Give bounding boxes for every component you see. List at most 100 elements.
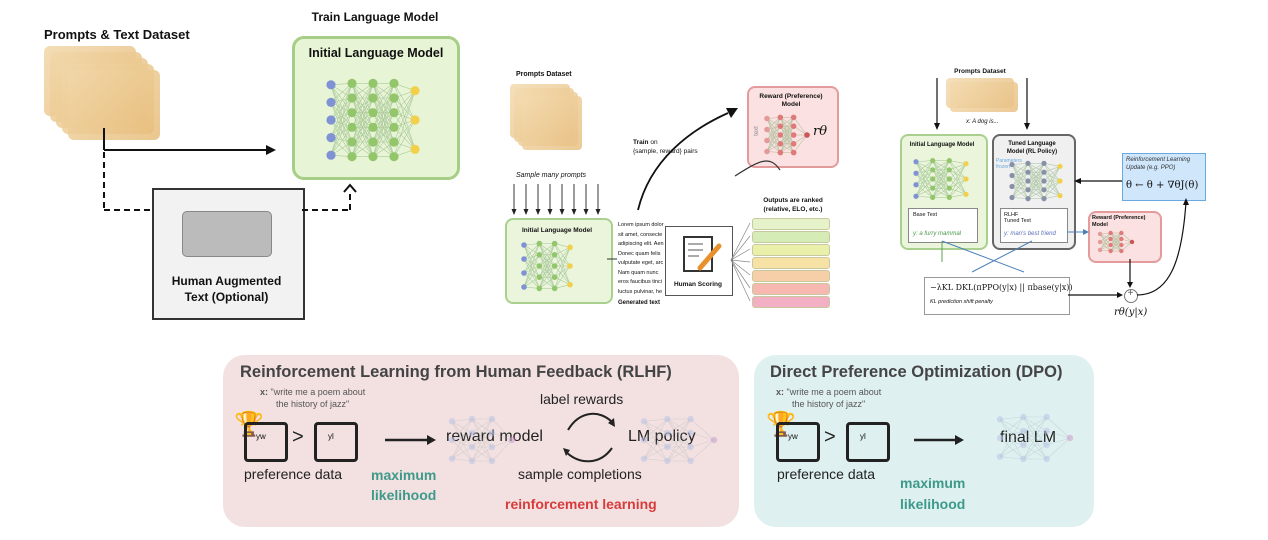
network-node: [468, 429, 476, 437]
network-node: [1119, 230, 1124, 236]
rlhf-rl-label: reinforcement learning: [505, 496, 657, 512]
rlhf-x-line2: the history of jazz": [276, 399, 350, 409]
network-node: [389, 93, 399, 103]
rl-reward-output: rθ(y|x): [1114, 307, 1148, 318]
network-node: [368, 152, 378, 162]
network-node: [1097, 239, 1103, 245]
reward-model-label-line2: Model: [781, 101, 801, 108]
base-text-box: [908, 208, 978, 243]
generated-text-line: vulputate eget, arc: [618, 260, 664, 266]
network-node: [521, 242, 527, 248]
network-node: [326, 97, 336, 107]
network-node: [536, 274, 543, 281]
ranked-output-bar: [752, 270, 830, 282]
rlhf-text-label-2: Tuned Text: [1004, 218, 1031, 224]
network-node: [508, 436, 516, 444]
tuned-lm-label-line2: Model (RL Policy): [1006, 149, 1058, 155]
network-node: [488, 443, 496, 451]
network-edges: [915, 160, 967, 198]
rl-update-formula: θ ← θ + ∇θJ(θ): [1126, 180, 1199, 191]
network-node: [777, 123, 784, 129]
network-node: [913, 193, 919, 199]
network-node: [1097, 231, 1103, 237]
network-node: [996, 453, 1004, 460]
rl-reward-model-line1: Reward (Preference): [1092, 215, 1146, 221]
network-node: [1041, 178, 1047, 184]
generated-text-line: eros faucibus tinci: [618, 279, 663, 285]
network-node: [664, 457, 671, 465]
network-node: [1009, 161, 1015, 168]
network-node: [1025, 178, 1031, 184]
network-node: [1020, 427, 1027, 435]
train-pairs-label: Train on: [633, 139, 658, 146]
network-node: [664, 415, 671, 423]
network-node: [930, 158, 936, 164]
network-node: [368, 78, 378, 88]
network-node: [1025, 169, 1031, 175]
network-node: [1108, 248, 1113, 254]
rlhf-text-sample: y: man's best friend: [1004, 231, 1056, 237]
network-node: [536, 285, 543, 292]
initial-lm-label: Initial Language Model: [308, 46, 444, 60]
network-edges: [766, 117, 808, 153]
network-node: [1043, 427, 1050, 435]
ranked-label-line1: Outputs are ranked: [763, 197, 823, 204]
network-node: [551, 285, 558, 292]
network-node: [448, 436, 456, 444]
frozen-note-2: frozen: [996, 164, 1010, 170]
network-node: [640, 455, 648, 462]
network-node: [1009, 183, 1015, 190]
network-node: [946, 194, 952, 200]
generated-text-line: Lorem ipsum dolor: [618, 222, 664, 228]
network-node: [1043, 441, 1050, 449]
network-node: [764, 115, 770, 122]
network-node: [468, 457, 476, 465]
ranked-output-bar: [752, 283, 830, 295]
train-lm-title: Train Language Model: [311, 10, 439, 24]
rlhf-label-rewards: label rewards: [540, 391, 624, 407]
ranked-label-line2: (relative, ELO, etc.): [763, 206, 823, 213]
augment-label-line2: Text (Optional): [184, 290, 269, 304]
network-node: [1057, 193, 1063, 199]
rlhf-sample-completions: sample completions: [518, 466, 642, 482]
rl-prompts-label: Prompts Dataset: [954, 68, 1006, 75]
rlhf-yw: yw: [256, 432, 266, 441]
network-node: [368, 137, 378, 147]
network-node: [946, 158, 952, 164]
network-node: [389, 122, 399, 132]
network-node: [790, 149, 797, 156]
network-node: [410, 144, 420, 154]
network-node: [536, 263, 543, 269]
dpo-x-line2: the history of jazz": [792, 399, 866, 409]
network-edges: [1011, 163, 1061, 199]
network-node: [1057, 163, 1063, 169]
dpo-final-lm: final LM: [1000, 429, 1057, 446]
rlhf-chat-winner-icon: [244, 422, 288, 462]
network-node: [1108, 242, 1113, 248]
network-node: [1119, 248, 1124, 254]
network-node: [963, 161, 969, 167]
dpo-ml-line2: likelihood: [900, 496, 966, 512]
network-node: [930, 185, 936, 191]
network-node: [1009, 194, 1015, 201]
network-edges: [999, 416, 1071, 460]
generated-text-line: sit amet, consecte: [618, 231, 663, 238]
network-node: [664, 443, 671, 451]
network-node: [488, 415, 496, 423]
rl-initial-lm-label: Initial Language Model: [909, 142, 975, 148]
network-node: [1020, 413, 1027, 421]
network-node: [410, 115, 420, 125]
network-node: [1041, 160, 1047, 166]
network-node: [790, 132, 797, 138]
rlhf-gt: >: [292, 426, 304, 448]
network-node: [1041, 187, 1047, 193]
network-node: [326, 115, 336, 125]
sum-node: [1124, 289, 1138, 303]
network-node: [1057, 178, 1063, 184]
network-node: [567, 263, 573, 269]
